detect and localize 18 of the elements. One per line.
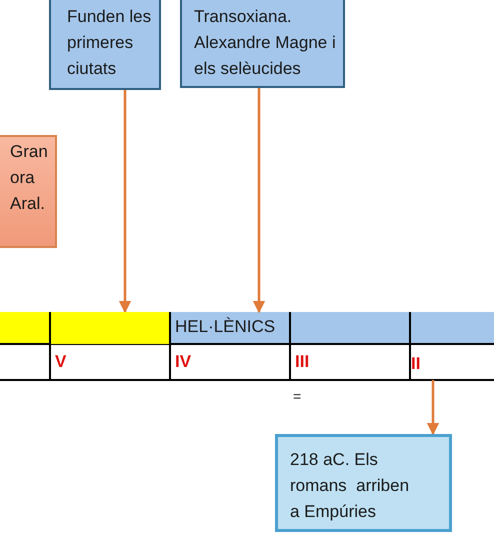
note-box xyxy=(180,0,345,88)
equals-sign: = xyxy=(293,387,302,406)
note-text: Gran ora Aral. xyxy=(10,141,49,215)
note-box xyxy=(0,135,57,248)
note-text: Transoxiana. Alexandre Magne i els selèucides xyxy=(194,6,337,80)
century-numeral: V xyxy=(55,352,66,372)
note-box xyxy=(49,0,161,90)
era-label: HEL·LÈNICS xyxy=(175,316,276,338)
arrow xyxy=(118,90,132,314)
century-numeral: IV xyxy=(175,352,192,372)
arrow xyxy=(426,380,440,436)
note-text: Funden les primeres ciutats xyxy=(67,6,152,80)
timeline-cell xyxy=(51,312,169,344)
arrow xyxy=(252,88,266,314)
century-numeral: III xyxy=(295,352,310,372)
note-box xyxy=(275,434,452,532)
note-text: 218 aC. Els romans arriben a Empúries xyxy=(290,449,410,523)
century-numeral: II xyxy=(411,353,420,375)
